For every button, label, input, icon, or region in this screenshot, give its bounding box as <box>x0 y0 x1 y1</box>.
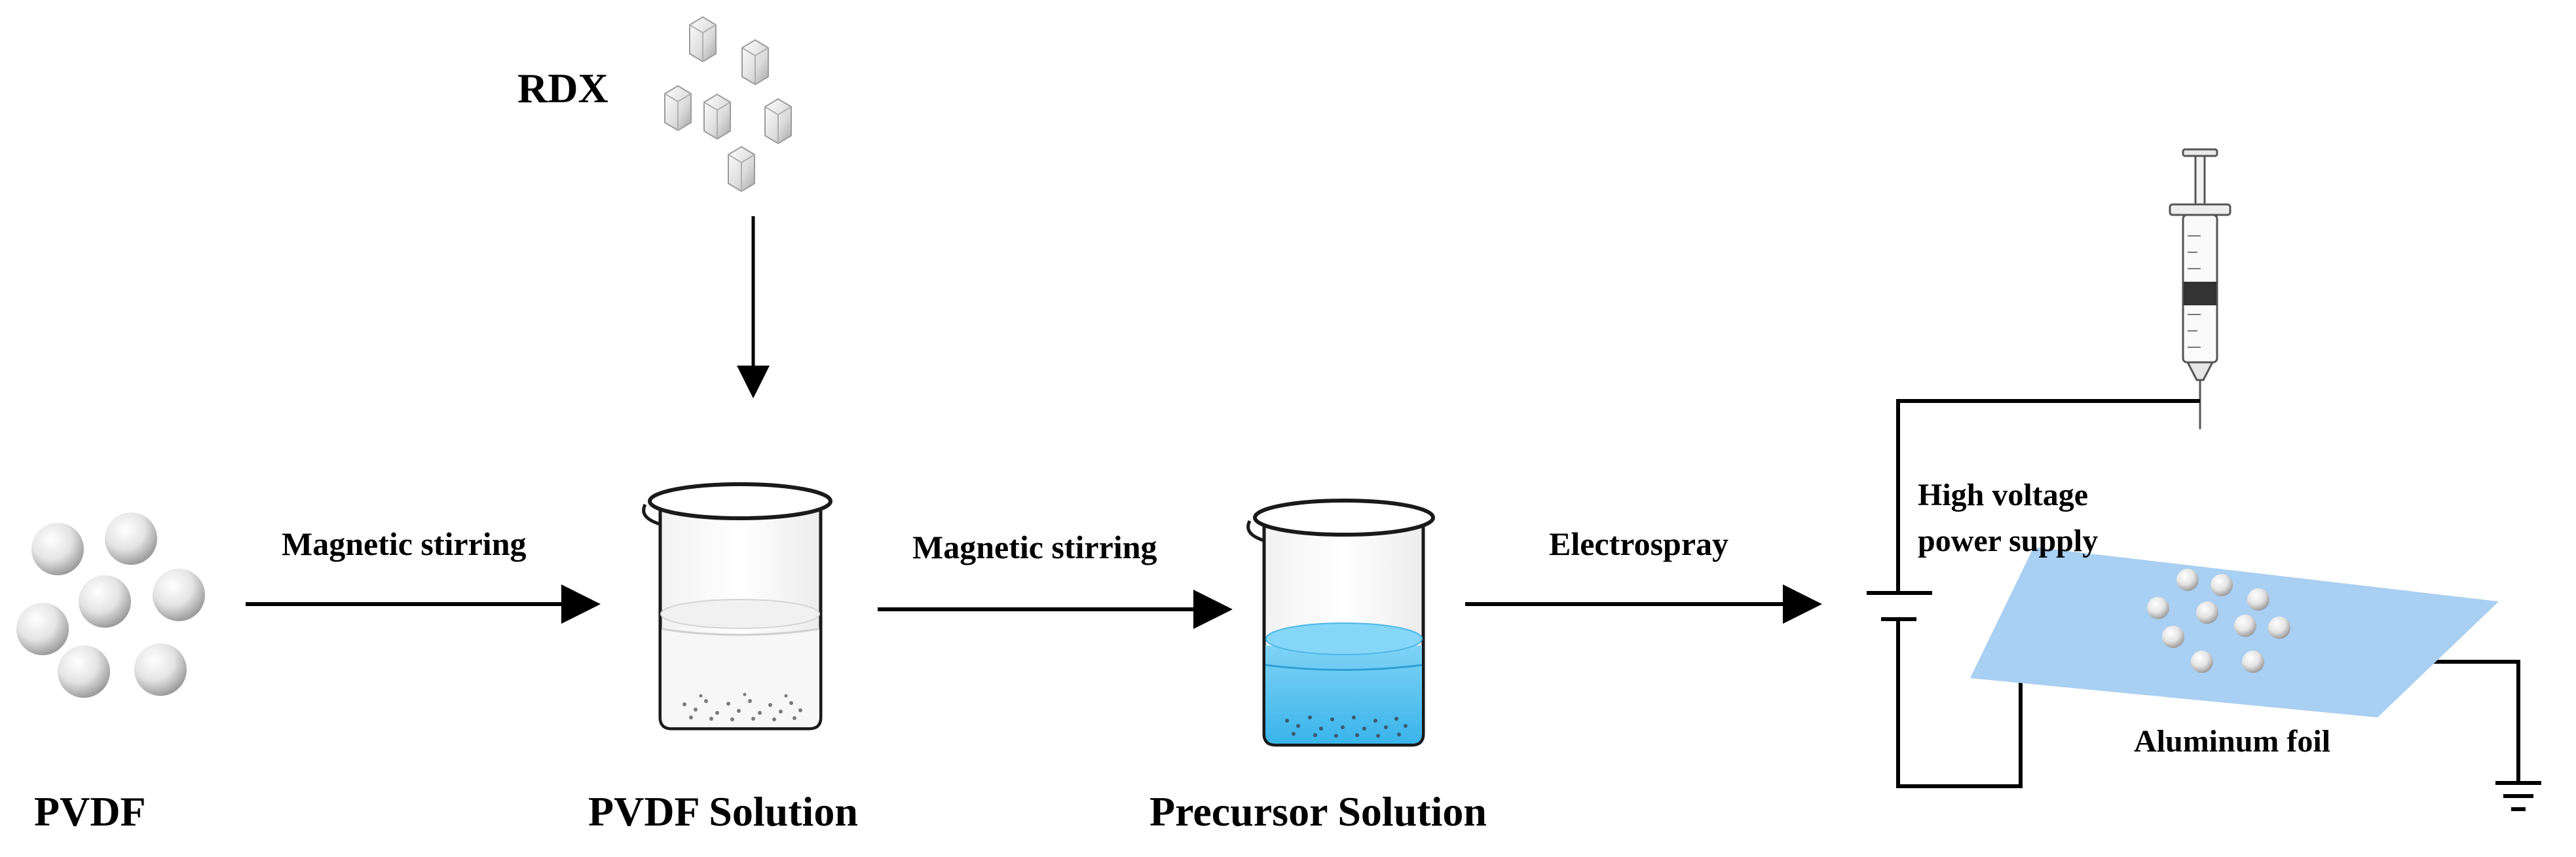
collected-particle <box>2268 617 2290 639</box>
power-supply-label-line2: power supply <box>1918 524 2099 558</box>
rdx-crystal <box>703 93 731 140</box>
ground-icon <box>2495 781 2541 811</box>
collected-particle <box>2196 601 2218 624</box>
collected-particle <box>2247 588 2269 611</box>
pvdf-sphere <box>153 569 205 621</box>
rdx-crystals <box>664 16 792 193</box>
precursor-solution-label: Precursor Solution <box>1149 788 1487 835</box>
aluminum-foil-collector <box>1970 547 2499 717</box>
collected-particle <box>2176 569 2199 591</box>
syringe <box>2169 148 2231 429</box>
pvdf-sphere <box>16 603 69 655</box>
collected-particle <box>2191 651 2213 673</box>
aluminum-foil-label: Aluminum foil <box>2134 724 2331 759</box>
pvdf-sphere <box>31 523 84 575</box>
collected-particle <box>2211 574 2233 596</box>
pvdf-solution-label: PVDF Solution <box>588 788 858 835</box>
collected-particle <box>2234 615 2256 637</box>
pvdf-sphere <box>105 512 157 565</box>
rdx-crystal <box>689 16 717 63</box>
rdx-crystal <box>728 145 755 193</box>
step-magnetic-stirring-1: Magnetic stirring <box>282 525 527 562</box>
rdx-label: RDX <box>517 65 608 111</box>
pvdf-sphere <box>58 645 110 698</box>
precursor-solution-beaker <box>1246 499 1435 747</box>
power-supply-label-line1: High voltage <box>1918 478 2088 512</box>
step-magnetic-stirring-2: Magnetic stirring <box>912 529 1157 565</box>
collected-particle <box>2147 597 2169 619</box>
rdx-crystal <box>764 98 792 145</box>
step-electrospray: Electrospray <box>1549 525 1729 562</box>
pvdf-label: PVDF <box>34 788 146 835</box>
dispersed-particles <box>1285 715 1408 738</box>
collected-particle <box>2242 651 2264 673</box>
pvdf-sphere <box>79 575 131 628</box>
circuit-wiring <box>1867 399 2520 788</box>
pvdf-spheres <box>16 512 205 698</box>
rdx-crystal <box>741 39 769 86</box>
pvdf-sphere <box>134 643 187 696</box>
rdx-crystal <box>664 85 692 132</box>
collected-particle <box>2162 626 2184 648</box>
pvdf-solution-beaker <box>642 482 832 731</box>
dispersed-particles <box>682 693 802 721</box>
